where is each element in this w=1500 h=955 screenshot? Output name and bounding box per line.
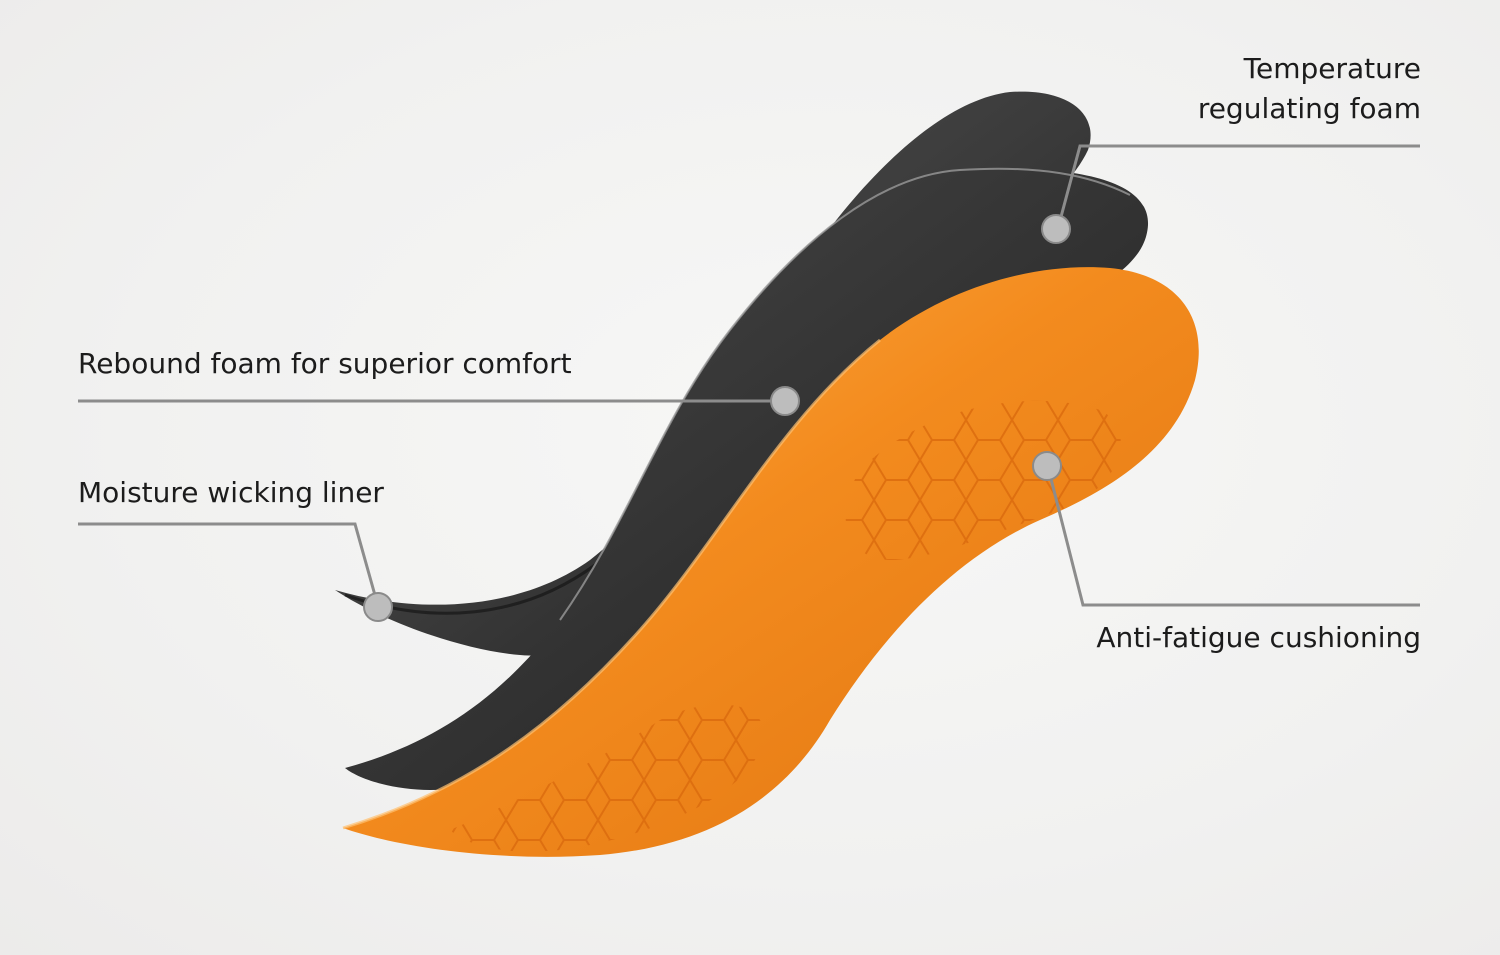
leader-antifatigue: [1046, 466, 1420, 607]
cushioning-rim: [342, 338, 881, 830]
leader-moisture: [78, 522, 380, 607]
marker-moisture: [363, 592, 393, 622]
callout-moisture: Moisture wicking liner: [78, 476, 384, 509]
marker-rebound: [770, 386, 800, 416]
cushioning-tread-heel: [845, 400, 1121, 560]
callout-temperature-line2: regulating foam: [1197, 92, 1421, 125]
leader-lines: [78, 144, 1420, 607]
callout-rebound: Rebound foam for superior comfort: [78, 347, 572, 380]
callout-antifatigue: Anti-fatigue cushioning: [1096, 621, 1421, 654]
marker-temperature: [1041, 214, 1071, 244]
marker-dots: [363, 214, 1071, 622]
cushioning-tread-forefoot: [450, 704, 764, 852]
callout-temperature-line1: Temperature: [1243, 52, 1421, 85]
callout-temperature: Temperature regulating foam: [1198, 49, 1421, 129]
rebound-foam-rim: [559, 167, 1131, 621]
leader-temperature: [1056, 144, 1420, 229]
marker-antifatigue: [1032, 451, 1062, 481]
